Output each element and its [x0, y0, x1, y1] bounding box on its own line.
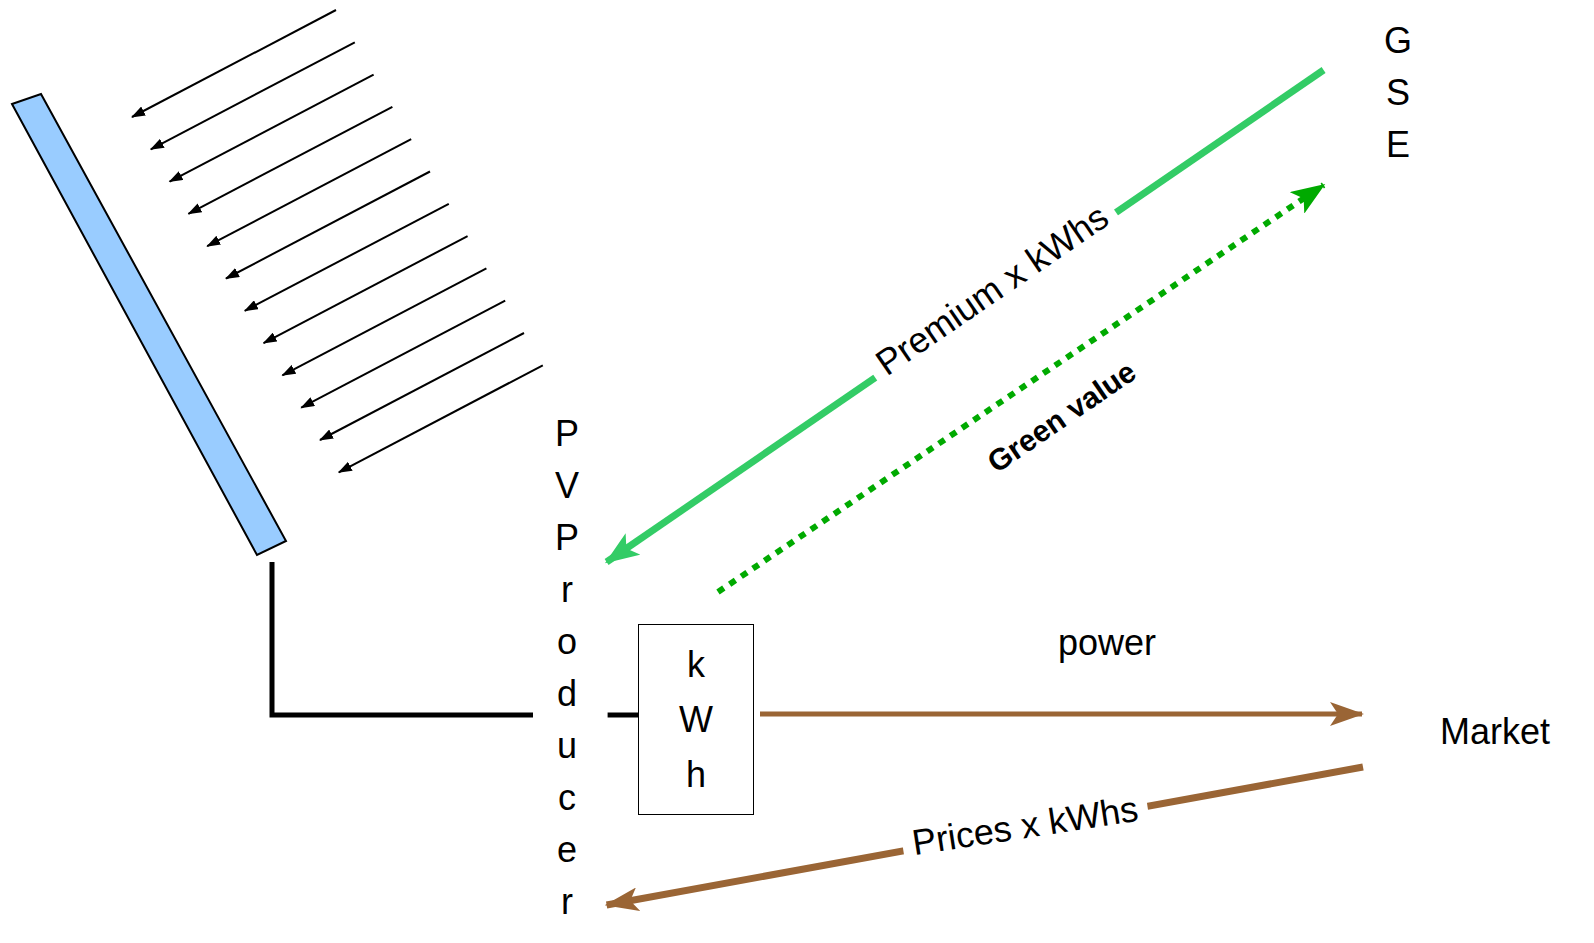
panel-wire [272, 562, 533, 715]
edge-label: Green value [981, 354, 1142, 480]
green-value-arrow [718, 185, 1324, 592]
sun-ray [188, 107, 392, 214]
sun-ray [282, 268, 486, 375]
premium-arrow [607, 70, 1324, 562]
node-text: GSE [1384, 15, 1413, 171]
edge-label: Premium x kWhs [860, 190, 1124, 389]
meter-wire [608, 713, 638, 718]
producer-label: PV Producer [554, 408, 579, 928]
node-text: PV Producer [554, 408, 579, 928]
sun-ray [264, 236, 468, 343]
sun-ray [320, 333, 524, 440]
sun-ray [151, 42, 355, 149]
gse-label: GSE [1384, 15, 1413, 171]
sun-ray [245, 204, 449, 311]
edge-label: Prices x kWhs [899, 787, 1150, 866]
sun-ray [301, 301, 505, 408]
market-label: Market [1440, 711, 1550, 753]
sun-ray [207, 139, 411, 246]
sun-ray [339, 365, 543, 472]
solar-panel [12, 94, 286, 555]
sun-ray [132, 10, 336, 117]
edge-label: power [1058, 622, 1156, 663]
sun-ray [170, 75, 374, 182]
sun-ray [226, 172, 430, 279]
node-text: kWh [678, 637, 714, 802]
sun-rays [132, 10, 543, 472]
power-arrow [760, 712, 1362, 717]
meter-box: kWh [638, 624, 754, 815]
node-text: Market [1440, 711, 1550, 753]
